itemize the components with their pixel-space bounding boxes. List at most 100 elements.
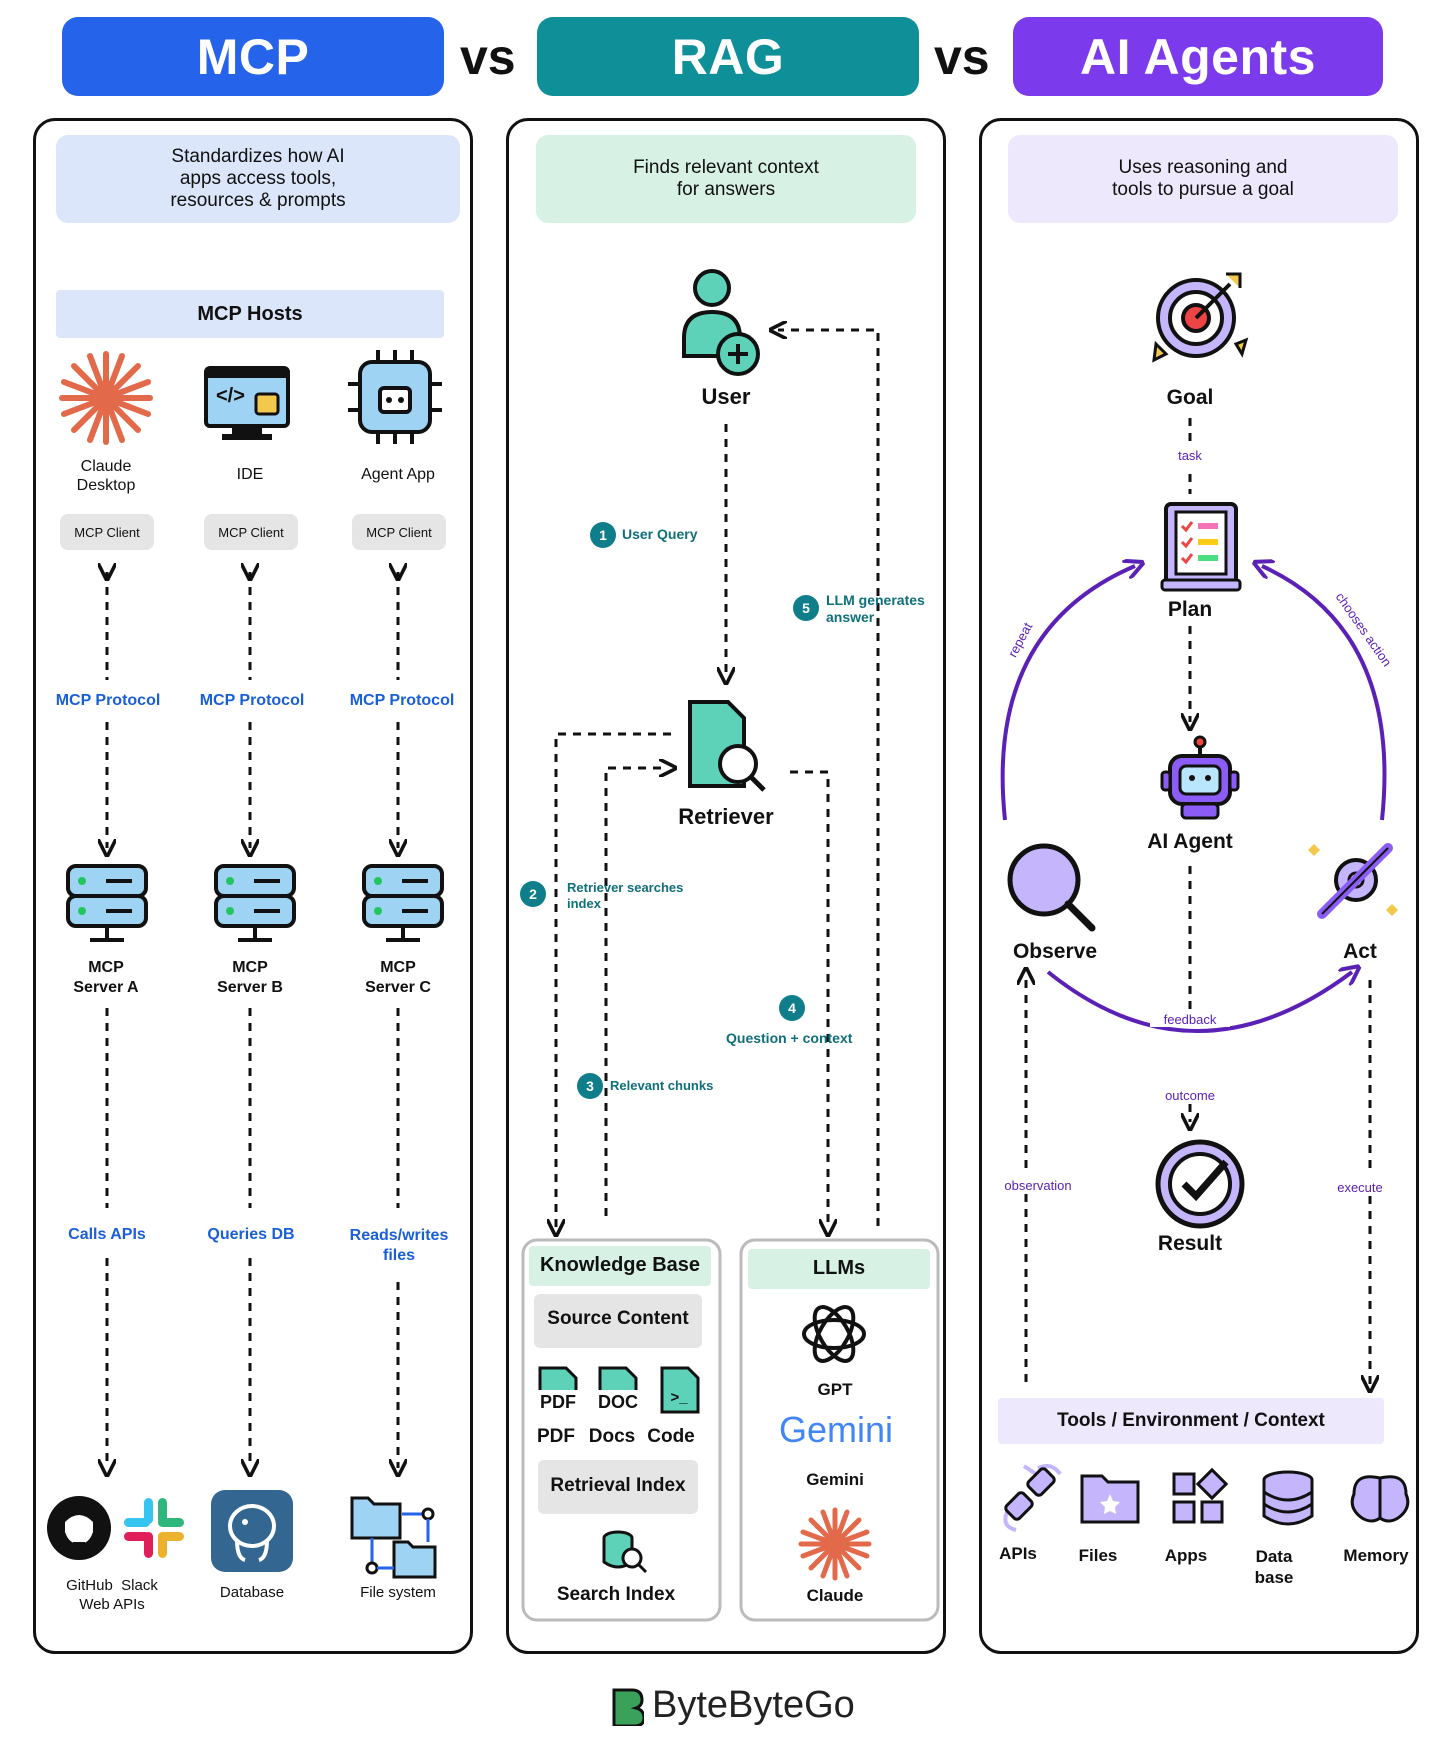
github-icon — [47, 1496, 111, 1560]
rag-desc-line-1: Finds relevant context — [633, 157, 819, 178]
tool-label-apps: Apps — [1164, 1546, 1208, 1565]
step-circle-4: 4 — [779, 995, 805, 1021]
server-icon-b — [214, 864, 296, 942]
svg-text:5: 5 — [802, 600, 810, 616]
robot-icon — [1160, 735, 1240, 820]
host-label-claude: Claude Desktop — [50, 457, 162, 495]
plan-icon — [1160, 502, 1242, 592]
act-icon — [1308, 843, 1398, 919]
result-icon — [1155, 1139, 1245, 1229]
server-icon-a — [66, 864, 148, 942]
rag-desc-line-2: for answers — [676, 179, 776, 200]
claude-llm-icon — [798, 1507, 872, 1581]
server-label-line: MCP — [88, 959, 124, 976]
server-label-c: MCP Server C — [348, 958, 448, 998]
observe-label: Observe — [1012, 940, 1098, 963]
footer-brand: ByteByteGo — [610, 1680, 855, 1730]
retrieval-index-bg — [538, 1460, 698, 1514]
mcp-client-pill-2: MCP Client — [204, 514, 298, 550]
plan-label: Plan — [1167, 598, 1213, 621]
llms-title-bg — [748, 1249, 930, 1289]
mcp-client-pill-3: MCP Client — [352, 514, 446, 550]
bottom-label-file-system: File system — [360, 1584, 436, 1601]
svg-text:DOC: DOC — [598, 1392, 638, 1412]
host-label-agent-app: Agent App — [361, 466, 435, 483]
server-label-line: Server C — [365, 979, 431, 996]
goal-icon — [1152, 272, 1249, 363]
kb-title-bg — [529, 1246, 711, 1286]
svg-text:</>: </> — [216, 385, 245, 407]
bottom-label-web-apis: GitHub Slack Web APIs — [40, 1576, 184, 1614]
mcp-header: MCP — [62, 17, 444, 96]
slack-icon — [124, 1498, 184, 1558]
execute-label: execute — [1320, 1180, 1400, 1195]
tool-label-apis: APIs — [999, 1544, 1037, 1563]
retrieval-index-label: Retrieval Index — [550, 1475, 686, 1496]
apis-icon — [1003, 1464, 1062, 1532]
bottom-label-line: Web APIs — [79, 1596, 145, 1613]
memory-icon — [1350, 1475, 1410, 1523]
server-label-line: MCP — [380, 959, 416, 976]
bytebytego-logo-icon — [612, 1688, 644, 1726]
vs-label-2: vs — [934, 29, 990, 85]
agents-desc-line-1: Uses reasoning and — [1118, 157, 1288, 178]
pdf-file-icon: PDF — [538, 1366, 578, 1412]
tools-title: Tools / Environment / Context — [998, 1398, 1384, 1444]
step-circle-5: 5 — [793, 595, 819, 621]
svg-text:PDF: PDF — [540, 1392, 576, 1412]
goal-label: Goal — [1166, 386, 1214, 409]
agent-app-icon — [348, 350, 442, 444]
server-label-a: MCP Server A — [56, 958, 156, 998]
brand-name: ByteByteGo — [652, 1683, 855, 1726]
mcp-desc-line-2: apps access tools, — [179, 168, 337, 189]
action-label-reads-writes: Reads/writes files — [336, 1226, 462, 1266]
feedback-label: feedback — [1150, 1012, 1230, 1027]
retriever-icon — [688, 700, 766, 792]
server-label-line: MCP — [232, 959, 268, 976]
tool-label-line: base — [1254, 1568, 1294, 1587]
mcp-desc-line-1: Standardizes how AI — [171, 146, 345, 167]
bottom-label-line: GitHub Slack — [66, 1577, 158, 1594]
database-tool-icon — [1262, 1470, 1314, 1526]
mcp-protocol-label-3: MCP Protocol — [349, 692, 455, 709]
step-label-1: User Query — [622, 526, 698, 542]
file-label-docs: Docs — [588, 1426, 636, 1447]
host-label-line: Desktop — [76, 477, 136, 494]
svg-text:2: 2 — [529, 886, 537, 902]
code-file-icon: >_ — [660, 1366, 700, 1414]
mcp-hosts-title: MCP Hosts — [56, 290, 444, 338]
observe-icon — [1007, 843, 1096, 932]
claude-icon — [59, 351, 153, 445]
mcp-description: Standardizes how AI apps access tools, r… — [56, 135, 460, 223]
step-label-line: answer — [826, 609, 875, 625]
mcp-client-pill-1: MCP Client — [60, 514, 154, 550]
source-content-label: Source Content — [547, 1308, 689, 1329]
ide-icon: </> — [204, 366, 290, 440]
gpt-icon — [802, 1305, 866, 1363]
apps-icon — [1172, 1467, 1229, 1524]
mcp-desc-line-3: resources & prompts — [170, 190, 346, 211]
svg-text:1: 1 — [599, 527, 607, 543]
agents-desc-line-2: tools to pursue a goal — [1112, 179, 1294, 200]
file-system-icon — [350, 1496, 437, 1579]
llms-box — [739, 1238, 940, 1622]
server-label-line: Server A — [73, 979, 139, 996]
step-label-line: Retriever searches — [567, 880, 684, 895]
vs-label-1: vs — [460, 29, 516, 85]
action-label-queries-db: Queries DB — [207, 1226, 295, 1243]
action-label-calls-apis: Calls APIs — [68, 1226, 146, 1243]
step-label-5: LLM generates answer — [826, 592, 925, 626]
task-label: task — [1160, 448, 1220, 463]
search-index-icon — [602, 1530, 648, 1574]
kb-title: Knowledge Base — [539, 1254, 701, 1276]
agents-description: Uses reasoning and tools to pursue a goa… — [1008, 135, 1398, 223]
tool-label-line: Data — [1255, 1547, 1293, 1566]
action-label-line: Reads/writes — [349, 1227, 449, 1244]
step-label-4: Question + context — [726, 1030, 853, 1046]
doc-file-icon: DOC — [598, 1366, 638, 1412]
agents-header: AI Agents — [1013, 17, 1383, 96]
file-label-code: Code — [647, 1426, 695, 1447]
observation-label: observation — [990, 1178, 1086, 1193]
file-label-pdf: PDF — [537, 1426, 575, 1447]
